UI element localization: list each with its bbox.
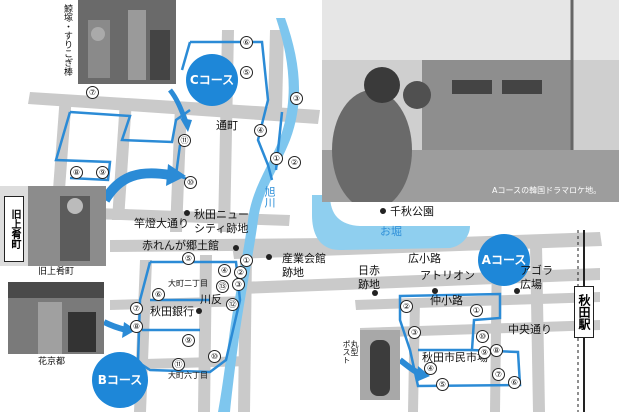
- stop-a-5: ⑤: [436, 378, 449, 391]
- stop-a-8: ⑧: [490, 344, 503, 357]
- stop-a-7: ⑦: [492, 368, 505, 381]
- label-kaikan: 産業会館 跡地: [282, 252, 326, 279]
- stop-a-6: ⑥: [508, 376, 521, 389]
- label-agora: アゴラ 広場: [520, 264, 553, 291]
- stop-b-11: ⑪: [172, 358, 185, 371]
- label-kawabata: 川反: [200, 293, 222, 306]
- akita-station: 秋田駅: [574, 286, 594, 338]
- label-market: 秋田市民市場: [422, 351, 488, 364]
- stop-c-6: ⑥: [240, 36, 253, 49]
- marker-akita-new-city: [184, 210, 190, 216]
- label-hirokoji: 広小路: [408, 252, 441, 265]
- course-b: Bコース: [92, 352, 148, 408]
- stop-b-6: ⑥: [152, 288, 165, 301]
- course-c: Cコース: [186, 54, 238, 106]
- marker-akarenga: [233, 245, 239, 251]
- caption-kamifunade: 旧上肴町: [38, 267, 75, 277]
- arrow-to-b-course: [102, 319, 127, 333]
- stop-c-8: ⑧: [70, 166, 83, 179]
- stop-a-10: ⑩: [476, 330, 489, 343]
- route-a: [398, 292, 522, 388]
- marker-agora: [514, 288, 520, 294]
- label-moat: お堀: [380, 225, 402, 238]
- sign-kamifunade: 旧上肴町: [4, 196, 24, 262]
- photo-kakyoto: [8, 282, 104, 354]
- marker-ation: [432, 288, 438, 294]
- stop-b-12: ⑫: [226, 298, 239, 311]
- stop-c-9: ⑨: [96, 166, 109, 179]
- stop-a-1: ①: [470, 304, 483, 317]
- stop-a-4: ④: [424, 362, 437, 375]
- stop-c-3: ③: [290, 92, 303, 105]
- stop-b-13: ⑬: [216, 280, 229, 293]
- label-river: 旭川: [263, 186, 276, 208]
- stop-b-7: ⑦: [130, 302, 143, 315]
- marker-senshu-park: [380, 208, 386, 214]
- course-a: Aコース: [478, 234, 530, 286]
- photo-main: [322, 0, 619, 202]
- street-ns-north: [268, 30, 284, 110]
- caption-kakyoto: 花京都: [38, 357, 66, 367]
- label-nakakoji: 仲小路: [430, 294, 463, 307]
- stop-c-7: ⑦: [86, 86, 99, 99]
- arrow-to-c-course: [100, 168, 171, 203]
- label-akarenga: 赤れんが郷土館: [142, 239, 219, 252]
- label-nisseki: 日赤 跡地: [358, 264, 380, 291]
- street-ns-e: [408, 300, 420, 412]
- river-asahikawa: [218, 18, 300, 412]
- stop-c-1: ①: [270, 152, 283, 165]
- label-akita-new-city: 秋田ニュー シティ跡地: [194, 208, 249, 235]
- stop-b-10: ⑩: [208, 350, 221, 363]
- label-marugata-post: 丸型 ポスト: [342, 340, 359, 364]
- label-omachi2: 大町二丁目: [168, 279, 208, 288]
- photo-kujira-zuka: [78, 0, 176, 84]
- arrow-head-a: [416, 366, 430, 382]
- label-ation: アトリオン: [420, 269, 475, 282]
- stop-b-9: ⑨: [182, 334, 195, 347]
- marker-kaikan: [266, 254, 272, 260]
- stop-b-3: ③: [232, 278, 245, 291]
- label-kanto-odori: 竿燈大通り: [134, 217, 189, 230]
- label-dori-machi: 通町: [216, 119, 238, 132]
- stop-c-2: ②: [288, 156, 301, 169]
- moat: [312, 195, 470, 250]
- street-dori-machi: [28, 92, 320, 124]
- stop-c-4: ④: [254, 124, 267, 137]
- stop-a-2: ②: [400, 300, 413, 313]
- photo-kakyoto-image: [8, 282, 104, 354]
- label-chuo-dori: 中央通り: [508, 323, 552, 336]
- caption-main: Aコースの韓国ドラマロケ地。: [492, 186, 602, 195]
- stop-b-4: ④: [218, 264, 231, 277]
- photo-post-image: [360, 330, 400, 400]
- arrow-head-c: [166, 164, 186, 186]
- street-ns-g: [530, 245, 545, 412]
- arrow-head-b: [122, 322, 136, 338]
- marker-nisseki: [372, 290, 378, 296]
- stop-c-5: ⑤: [240, 66, 253, 79]
- stop-a-9: ⑨: [478, 346, 491, 359]
- stop-c-11: ⑪: [178, 134, 191, 147]
- stop-b-5: ⑤: [182, 252, 195, 265]
- stop-c-10: ⑩: [184, 176, 197, 189]
- label-akita-bank: 秋田銀行: [150, 305, 194, 318]
- stop-a-3: ③: [408, 326, 421, 339]
- arrow-head-c-down: [180, 118, 192, 132]
- label-senshu-park: 千秋公園: [390, 205, 434, 218]
- photo-kujira-zuka-image: [78, 0, 176, 84]
- stop-b-1: ①: [240, 254, 253, 267]
- stop-b-2: ②: [234, 266, 247, 279]
- photo-post: [360, 330, 400, 400]
- marker-akita-bank: [196, 308, 202, 314]
- caption-kujira-zuka: 鯨塚・すりこぎ棒: [62, 4, 72, 76]
- label-omachi6: 大町六丁目: [168, 371, 208, 380]
- photo-main-image: [322, 0, 619, 202]
- stop-b-8: ⑧: [130, 320, 143, 333]
